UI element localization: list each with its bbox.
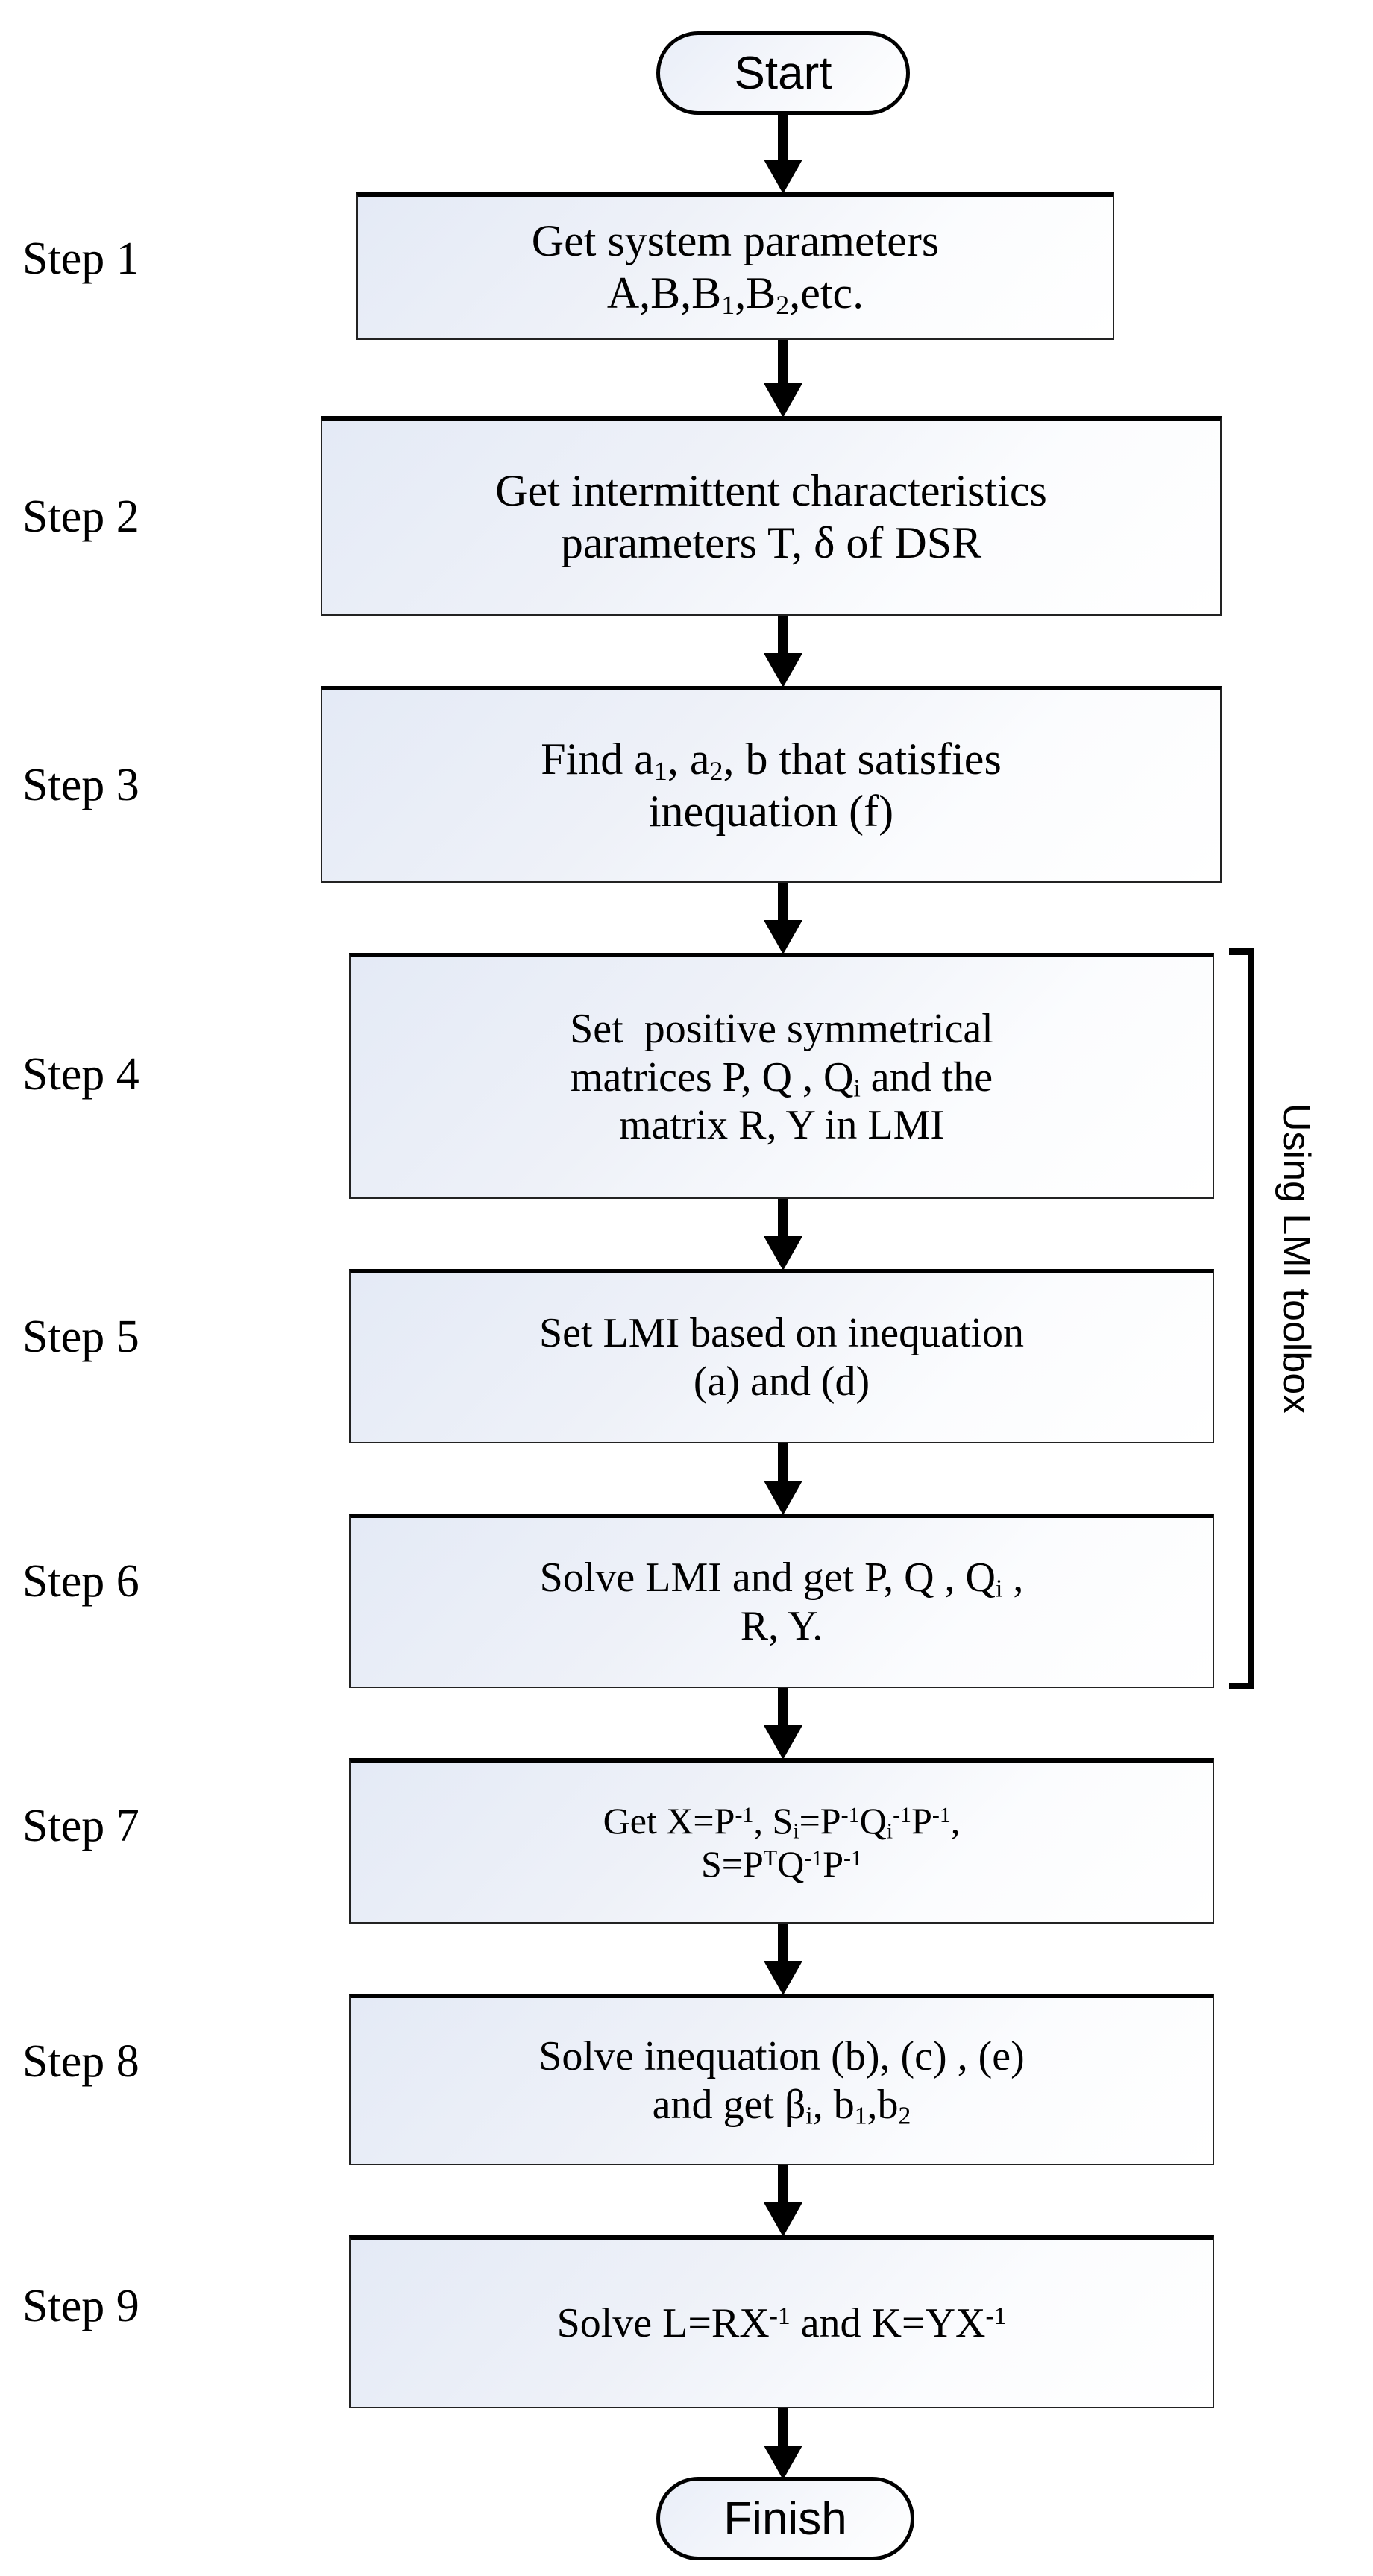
lmi-toolbox-bracket [1229, 948, 1254, 1689]
step-7-box: Get X=P-1, Si=P-1Qi-1P-1,S=PTQ-1P-1 [349, 1758, 1214, 1924]
step-label-1: Step 1 [22, 233, 139, 284]
finish-label: Finish [723, 2492, 847, 2545]
step-label-6: Step 6 [22, 1556, 139, 1607]
step-8-box: Solve inequation (b), (c) , (e)and get β… [349, 1994, 1214, 2165]
step-label-2: Step 2 [22, 491, 139, 542]
start-terminal: Start [656, 31, 910, 115]
step-5-box: Set LMI based on inequation(a) and (d) [349, 1269, 1214, 1443]
step-9-text: Solve L=RX-1 and K=YX-1 [556, 2299, 1007, 2346]
step-5-text: Set LMI based on inequation(a) and (d) [538, 1310, 1025, 1405]
step-label-3: Step 3 [22, 760, 139, 810]
step-6-text: Solve LMI and get P, Q , Qi ,R, Y. [539, 1555, 1024, 1649]
step-label-7: Step 7 [22, 1801, 139, 1851]
step-9-box: Solve L=RX-1 and K=YX-1 [349, 2235, 1214, 2408]
step-7-text: Get X=P-1, Si=P-1Qi-1P-1,S=PTQ-1P-1 [603, 1800, 961, 1885]
lmi-toolbox-bracket-label: Using LMI toolbox [1275, 1103, 1318, 1414]
step-8-text: Solve inequation (b), (c) , (e)and get β… [538, 2033, 1025, 2130]
step-label-4: Step 4 [22, 1049, 139, 1100]
step-6-box: Solve LMI and get P, Q , Qi ,R, Y. [349, 1514, 1214, 1688]
start-label: Start [734, 47, 832, 99]
finish-terminal: Finish [656, 2477, 914, 2560]
step-label-8: Step 8 [22, 2036, 139, 2087]
step-label-5: Step 5 [22, 1311, 139, 1362]
step-label-9: Step 9 [22, 2281, 139, 2331]
